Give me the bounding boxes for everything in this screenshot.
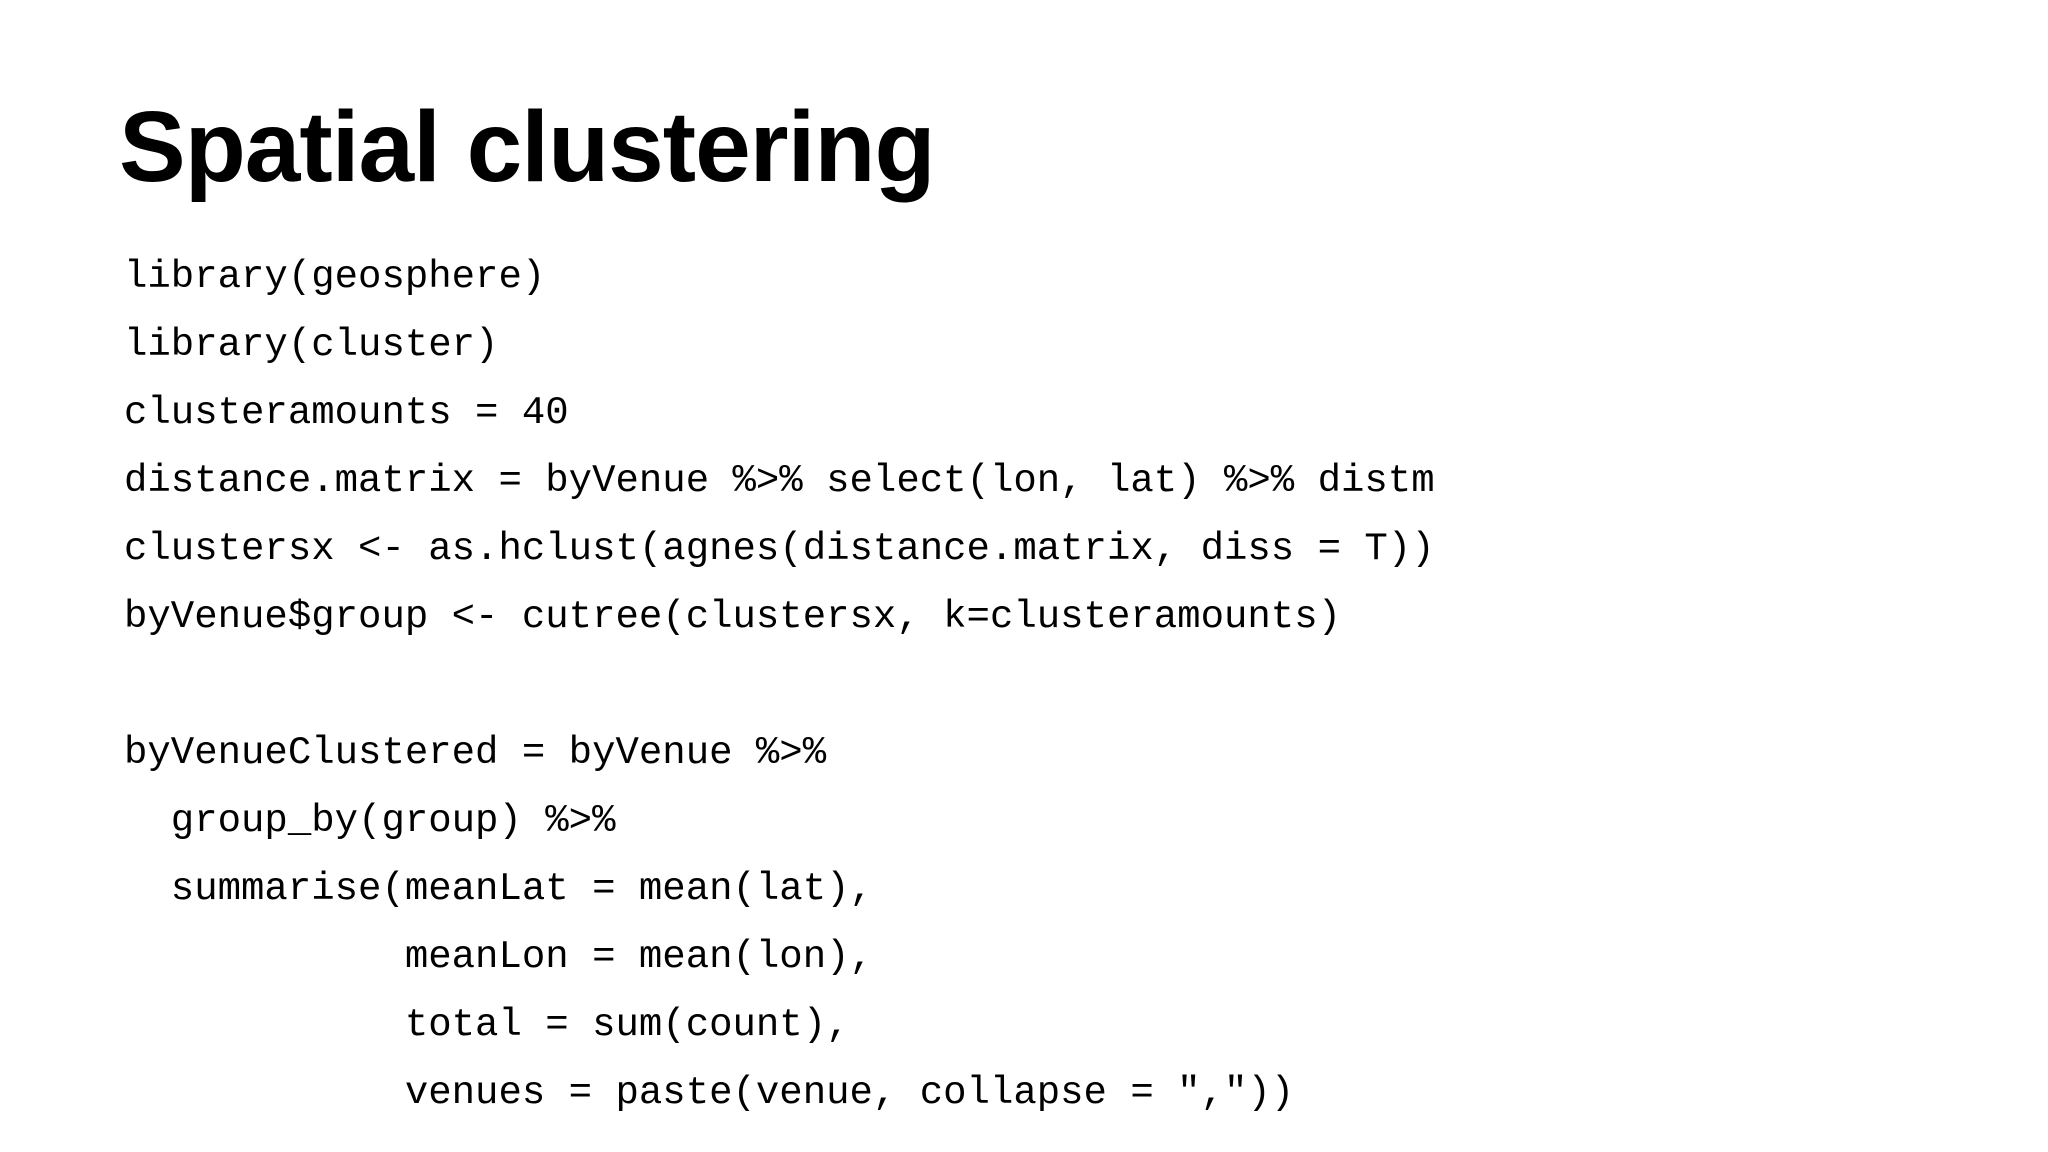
code-line: venues = paste(venue, collapse = ","))	[124, 1071, 1295, 1115]
code-line: library(geosphere)	[124, 255, 546, 299]
code-line-blank	[124, 651, 1435, 719]
code-line: byVenue$group <- cutree(clustersx, k=clu…	[124, 595, 1341, 639]
code-line: meanLon = mean(lon),	[124, 935, 873, 979]
code-line: group_by(group) %>%	[124, 799, 616, 843]
code-line: total = sum(count),	[124, 1003, 850, 1047]
code-line: distance.matrix = byVenue %>% select(lon…	[124, 459, 1435, 503]
code-block: library(geosphere) library(cluster) clus…	[124, 243, 1435, 1127]
code-line: byVenueClustered = byVenue %>%	[124, 731, 827, 775]
code-line: clusteramounts = 40	[124, 391, 569, 435]
code-line: clustersx <- as.hclust(agnes(distance.ma…	[124, 527, 1435, 571]
slide-title: Spatial clustering	[119, 91, 936, 203]
code-line: summarise(meanLat = mean(lat),	[124, 867, 873, 911]
code-line: library(cluster)	[124, 323, 499, 367]
